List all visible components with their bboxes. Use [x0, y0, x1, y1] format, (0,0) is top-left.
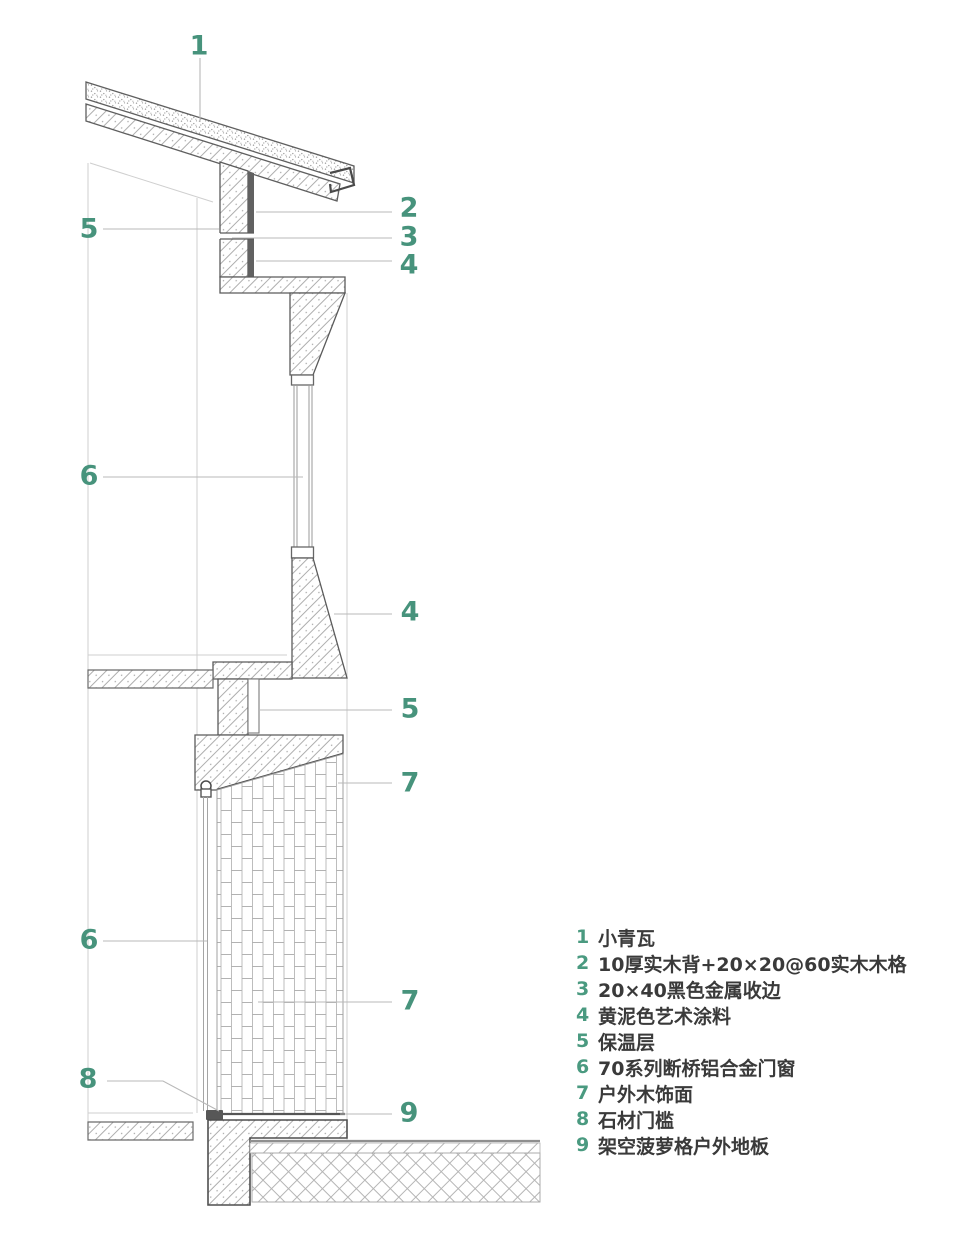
- legend-row: 1 小青瓦: [576, 924, 907, 950]
- callout-tile-1: 1: [189, 30, 209, 62]
- metal-edge-gap: [219, 233, 255, 239]
- legend-label: 20×40黑色金属收边: [598, 979, 781, 1002]
- callout-insulation-5-mid: 5: [400, 693, 420, 725]
- callout-wood-facade-7-upper: 7: [400, 767, 420, 799]
- stone-threshold: [206, 1110, 223, 1120]
- reference-lines: [87, 162, 348, 1141]
- legend-label: 小青瓦: [598, 927, 656, 950]
- legend-row: 7 户外木饰面: [576, 1080, 907, 1106]
- legend-num: 6: [576, 1056, 590, 1078]
- deck-board-band: [249, 1142, 541, 1154]
- legend-num: 3: [576, 978, 590, 1000]
- legend-num: 9: [576, 1134, 590, 1156]
- legend-row: 6 70系列断桥铝合金门窗: [576, 1054, 907, 1080]
- legend-label: 10厚实木背+20×20@60实木木格: [598, 953, 907, 976]
- legend-row: 2 10厚实木背+20×20@60实木木格: [576, 950, 907, 976]
- callout-wood-facade-7-lower: 7: [400, 985, 420, 1017]
- callout-paint-4-upper: 4: [399, 249, 419, 281]
- leader-lines: [103, 58, 392, 1115]
- window-lintel-wedge: [289, 292, 346, 376]
- window-head-frame: [290, 374, 315, 386]
- legend-num: 1: [576, 926, 590, 948]
- mid-floor-assembly: [87, 557, 348, 736]
- legend-num: 8: [576, 1108, 590, 1130]
- window-sill-wedge: [291, 557, 348, 679]
- foundation-wall: [207, 1119, 348, 1206]
- legend-label: 架空菠萝格户外地板: [598, 1135, 770, 1158]
- eave-ledge: [219, 276, 346, 294]
- insulation-strip: [247, 678, 260, 734]
- legend-label: 黄泥色艺术涂料: [598, 1005, 732, 1028]
- legend: 1 小青瓦 2 10厚实木背+20×20@60实木木格 3 20×40黑色金属收…: [576, 924, 907, 1158]
- wood-backing-strip: [248, 171, 254, 277]
- upper-wall-column: [219, 161, 249, 278]
- callout-paint-4-mid: 4: [400, 596, 420, 628]
- legend-num: 5: [576, 1030, 590, 1052]
- legend-label: 70系列断桥铝合金门窗: [598, 1057, 796, 1080]
- legend-label: 保温层: [598, 1031, 656, 1054]
- legend-row: 8 石材门槛: [576, 1106, 907, 1132]
- roof-deck-layer: [85, 103, 341, 202]
- ground-substrate: [251, 1152, 541, 1203]
- roof-assembly: [85, 81, 356, 202]
- upper-window: [290, 374, 315, 559]
- interior-floor-slab: [87, 669, 214, 689]
- lower-wall: [194, 734, 345, 1116]
- callout-metal-edge-3: 3: [399, 221, 419, 253]
- window-sill-frame: [290, 546, 315, 559]
- outdoor-deck: [249, 1139, 541, 1203]
- legend-row: 5 保温层: [576, 1028, 907, 1054]
- legend-num: 4: [576, 1004, 590, 1026]
- callout-threshold-8: 8: [78, 1063, 98, 1095]
- legend-label: 户外木饰面: [598, 1083, 694, 1106]
- legend-row: 9 架空菠萝格户外地板: [576, 1132, 907, 1158]
- upper-wall: [219, 161, 346, 376]
- legend-num: 7: [576, 1082, 590, 1104]
- callout-insulation-5-upper: 5: [79, 213, 99, 245]
- eave-drip-hook: [328, 166, 356, 194]
- legend-label: 石材门槛: [598, 1109, 675, 1132]
- wood-facade-band: [216, 753, 344, 1115]
- callout-deck-9: 9: [399, 1097, 419, 1129]
- callout-door-6-lower: 6: [79, 924, 99, 956]
- door-head-cap: [200, 788, 212, 798]
- legend-num: 2: [576, 952, 590, 974]
- legend-row: 3 20×40黑色金属收边: [576, 976, 907, 1002]
- callout-window-6-upper: 6: [79, 460, 99, 492]
- legend-row: 4 黄泥色艺术涂料: [576, 1002, 907, 1028]
- base-foundation: [87, 1110, 348, 1206]
- edge-beam: [217, 678, 249, 736]
- interior-ground-slab: [87, 1121, 194, 1141]
- callout-wood-grid-2: 2: [399, 192, 419, 224]
- floor-edge-band: [212, 661, 293, 680]
